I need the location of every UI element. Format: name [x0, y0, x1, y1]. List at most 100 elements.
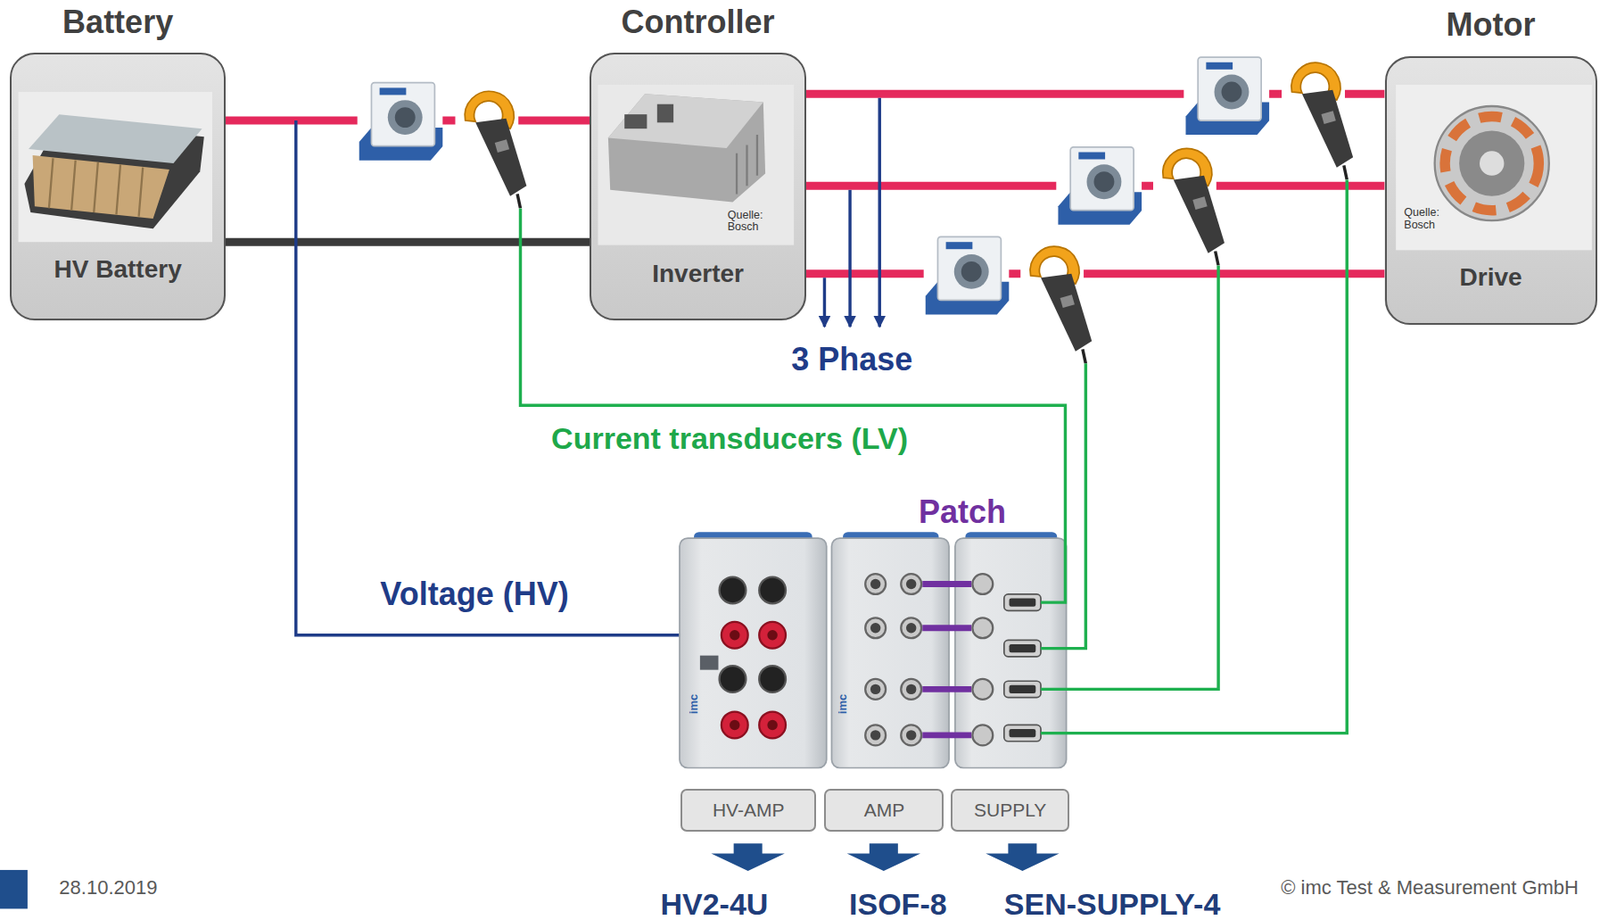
dsub-pins — [1009, 643, 1037, 652]
dsub-shell — [1004, 593, 1041, 611]
socket-black — [758, 577, 786, 604]
patch-cable — [922, 685, 972, 693]
signal-label: Current transducers (LV) — [551, 420, 908, 456]
footer-mark — [0, 869, 28, 908]
lem-transducer — [1055, 142, 1142, 227]
module-name: AMP — [864, 799, 906, 821]
patch-cable — [922, 580, 972, 587]
dsub-pins — [1009, 728, 1037, 737]
inverter-housing — [608, 93, 766, 202]
component-label: HV Battery — [54, 255, 182, 284]
inverter-connector — [657, 104, 674, 124]
current-clamp — [1153, 148, 1225, 265]
product-name: HV2-4U — [659, 886, 768, 920]
component-label: Inverter — [651, 259, 744, 289]
motor-rotor — [1459, 130, 1525, 196]
footer-date: 28.10.2019 — [58, 876, 157, 899]
module-tag: HV-AMP — [680, 788, 817, 832]
battery-cell-lines — [49, 157, 143, 216]
patch-cable — [922, 731, 972, 738]
inverter-top — [608, 93, 764, 149]
transducer-wires — [520, 179, 1348, 733]
photo-ground — [18, 91, 213, 242]
dsub-shell — [1004, 724, 1041, 741]
lemo-socket — [865, 617, 886, 638]
motor-windings — [1444, 115, 1539, 210]
lemo-socket — [972, 724, 993, 745]
power-line — [225, 238, 590, 247]
box-fill — [589, 53, 807, 322]
module-name: HV-AMP — [712, 799, 785, 821]
socket-hole — [767, 629, 777, 640]
component-heading: Motor — [1446, 6, 1536, 43]
phase-arrow — [823, 277, 826, 327]
box-fill — [1385, 56, 1598, 325]
lemo-pin — [870, 684, 881, 694]
component-heading: Battery — [62, 3, 174, 41]
inverter-connector — [624, 114, 647, 129]
patch-cable — [922, 624, 972, 631]
dsub-shell — [1004, 680, 1041, 697]
lemo-socket — [900, 724, 922, 745]
product-name: SEN-SUPPLY-4 — [1004, 886, 1221, 920]
lemo-pin — [870, 729, 881, 740]
battery-cells — [32, 155, 170, 219]
lemo-pin — [870, 622, 881, 633]
dsub-pins — [1009, 684, 1037, 693]
lemo-socket — [900, 678, 922, 700]
phase-arrow — [878, 98, 882, 327]
socket-red — [721, 621, 749, 649]
socket-hole — [729, 719, 740, 730]
battery-lid — [28, 114, 203, 164]
transducer-wire — [1040, 179, 1347, 733]
module-name: SUPPLY — [973, 799, 1047, 821]
lemo-socket — [972, 617, 993, 638]
dsub-pins — [1009, 598, 1037, 607]
lemo-pin — [870, 578, 881, 589]
motor-shaft — [1479, 150, 1504, 175]
image-credit: Quelle: Bosch — [1403, 206, 1447, 232]
down-arrows — [710, 842, 1059, 871]
voltage-wire — [296, 120, 735, 636]
lem-transducer — [923, 232, 1009, 317]
lemo-sockets — [865, 573, 922, 745]
component-box: MotorDrive — [1385, 56, 1598, 325]
current-clamp — [1020, 246, 1092, 363]
phase-arrow — [848, 189, 851, 327]
socket-black — [719, 577, 747, 604]
photo-ground — [1395, 84, 1592, 250]
lemo-socket — [865, 573, 886, 594]
lemo-socket — [865, 678, 886, 700]
lemo-socket — [900, 617, 922, 638]
hv-amp-module — [679, 537, 827, 768]
socket-hole — [729, 629, 740, 640]
socket-red — [758, 711, 786, 739]
component-box: BatteryHV Battery — [9, 52, 225, 321]
lemo-pins — [870, 578, 916, 741]
product-name: ISOF-8 — [849, 886, 948, 920]
transducer-wire — [520, 207, 1066, 603]
current-clamp — [1281, 62, 1353, 180]
lemo-pin — [906, 622, 916, 633]
patch-cables — [922, 584, 972, 735]
component-box: ControllerInverter — [589, 52, 807, 321]
current-clamp — [454, 90, 527, 208]
socket-red — [758, 621, 786, 649]
dsub-connectors — [1004, 593, 1041, 742]
brand-mark: imc — [836, 693, 850, 714]
lem-transducer — [356, 78, 443, 163]
lemo-pin — [906, 578, 916, 589]
lemo-socket — [972, 573, 993, 594]
transducer-wire — [1040, 362, 1086, 648]
module-display — [700, 655, 719, 670]
socket-hole — [767, 719, 777, 730]
photo-ground — [597, 84, 794, 246]
lemo-pin — [906, 729, 916, 740]
module-tag: AMP — [824, 788, 944, 832]
lemo-socket — [865, 724, 886, 745]
motor-housing — [1435, 106, 1550, 221]
socket-red — [721, 711, 749, 739]
signal-label: 3 Phase — [791, 340, 913, 378]
down-arrow — [710, 842, 784, 871]
